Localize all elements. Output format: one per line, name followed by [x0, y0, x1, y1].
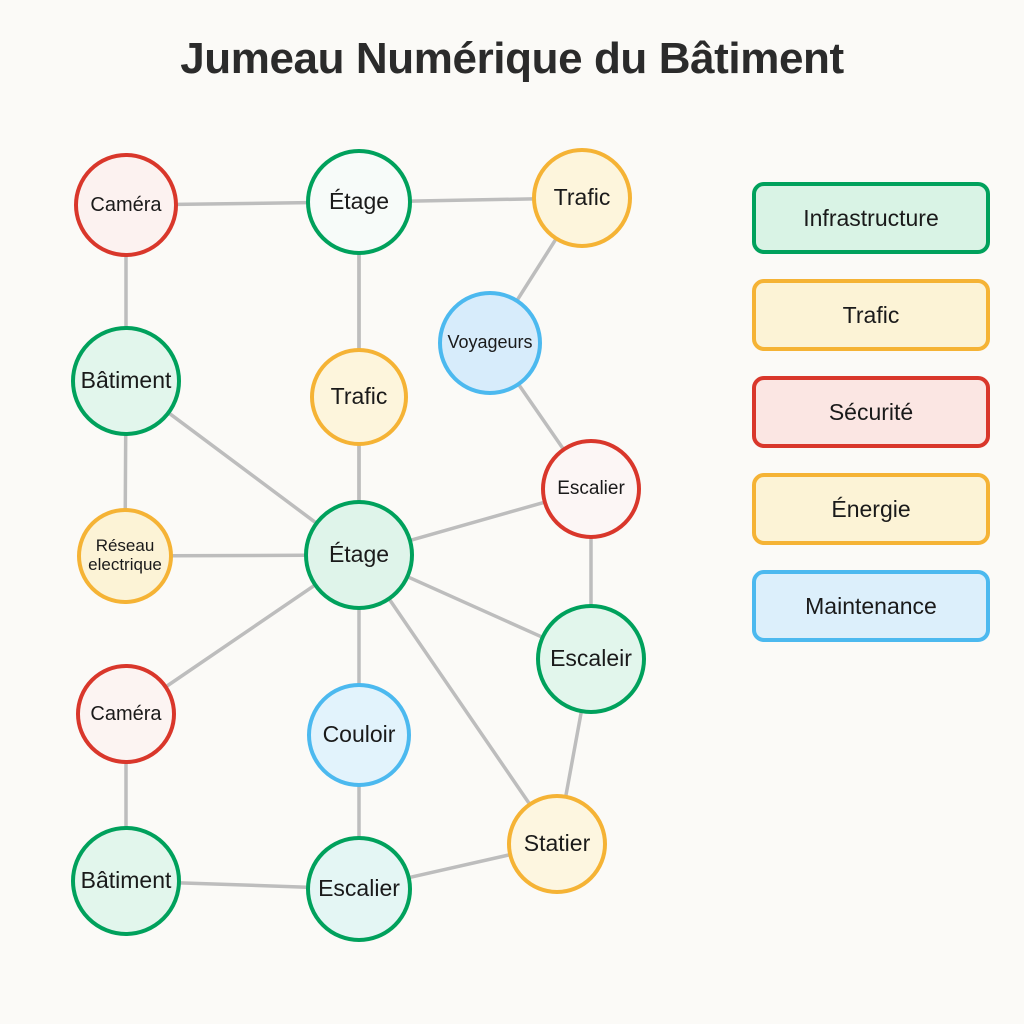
graph-edge	[387, 597, 532, 806]
graph-edge	[409, 500, 546, 542]
legend-item-label: Maintenance	[805, 592, 937, 619]
graph-node-label: Voyageurs	[447, 332, 533, 353]
legend-item-trafic[interactable]: Trafic	[752, 279, 990, 351]
graph-node-label: Bâtiment	[80, 867, 172, 894]
graph-node-escalier-red[interactable]: Escalier	[541, 439, 641, 539]
graph-node-label: Caméra	[90, 703, 162, 725]
legend-item-label: Énergie	[831, 495, 911, 522]
graph-node-label: Bâtiment	[80, 367, 172, 394]
graph-node-statier[interactable]: Statier	[507, 794, 607, 894]
graph-node-camera-top[interactable]: Caméra	[74, 153, 178, 257]
graph-node-label: Escalier	[318, 875, 400, 902]
graph-node-batiment-upper[interactable]: Bâtiment	[71, 326, 181, 436]
legend-item-label: Infrastructure	[803, 204, 939, 231]
graph-edge	[170, 553, 307, 558]
graph-node-etage-top[interactable]: Étage	[306, 149, 412, 255]
graph-node-label: Étage	[328, 541, 390, 568]
graph-node-voyageurs[interactable]: Voyageurs	[438, 291, 542, 395]
graph-node-label: Caméra	[90, 194, 162, 216]
graph-node-escalier-bottom[interactable]: Escalier	[306, 836, 412, 942]
graph-edge	[406, 575, 544, 639]
graph-edge	[178, 881, 309, 889]
graph-node-label: Couloir	[322, 721, 396, 748]
page-title: Jumeau Numérique du Bâtiment	[180, 34, 844, 83]
graph-node-trafic-middle[interactable]: Trafic	[310, 348, 408, 446]
graph-edge	[564, 710, 583, 798]
graph-edge	[167, 411, 318, 525]
graph-node-escaleir[interactable]: Escaleir	[536, 604, 646, 714]
legend-item-infrastructure[interactable]: Infrastructure	[752, 182, 990, 254]
graph-edge	[517, 383, 565, 451]
graph-edge	[175, 200, 309, 207]
graph-edge	[407, 853, 511, 880]
graph-node-batiment-lower[interactable]: Bâtiment	[71, 826, 181, 936]
graph-node-label: Étage	[328, 188, 390, 215]
graph-node-label: Réseau electrique	[88, 536, 162, 574]
legend-item--nergie[interactable]: Énergie	[752, 473, 990, 545]
graph-node-label: Trafic	[330, 383, 388, 410]
legend-item-label: Trafic	[842, 301, 900, 328]
graph-edge	[409, 197, 535, 203]
graph-node-label: Escaleir	[550, 645, 632, 672]
graph-node-etage-center[interactable]: Étage	[304, 500, 414, 610]
graph-node-label: Escalier	[557, 477, 625, 499]
legend-item-maintenance[interactable]: Maintenance	[752, 570, 990, 642]
graph-node-couloir[interactable]: Couloir	[307, 683, 411, 787]
graph-node-trafic-topright[interactable]: Trafic	[532, 148, 632, 248]
graph-node-label: Statier	[523, 830, 591, 857]
legend-item-label: Sécurité	[828, 398, 914, 425]
graph-edge	[515, 237, 558, 302]
graph-edge	[164, 583, 317, 689]
graph-node-reseau[interactable]: Réseau electrique	[77, 508, 173, 604]
legend-item-s-curit-[interactable]: Sécurité	[752, 376, 990, 448]
graph-node-label: Trafic	[553, 184, 611, 211]
graph-node-camera-lower[interactable]: Caméra	[76, 664, 176, 764]
